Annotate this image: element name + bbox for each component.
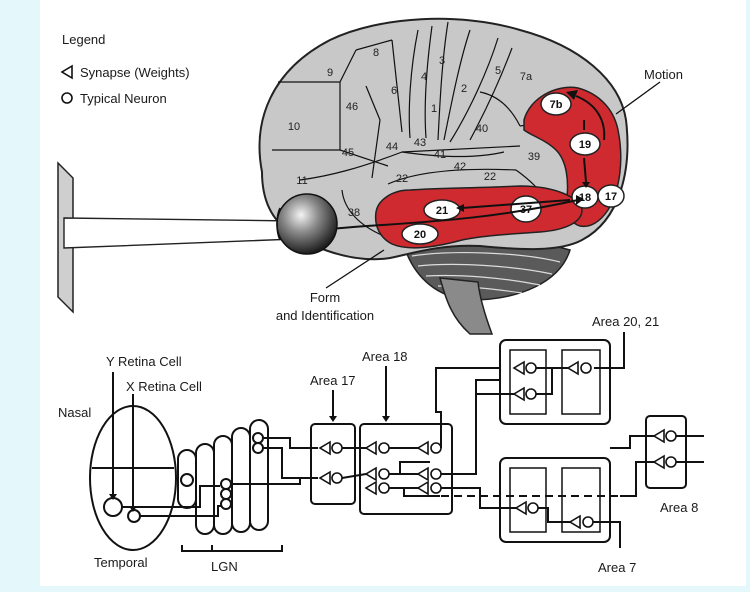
area-label: 5 — [495, 65, 501, 77]
nasal-label: Nasal — [58, 405, 91, 420]
area20-21-label: Area 20, 21 — [592, 314, 659, 329]
area-label: 17 — [605, 191, 617, 203]
area7-label: Area 7 — [598, 560, 636, 575]
area-label: 8 — [373, 47, 379, 59]
area18-label: Area 18 — [362, 349, 408, 364]
area-label: 18 — [579, 192, 591, 204]
area-label: 10 — [288, 121, 300, 133]
area-label: 22 — [484, 171, 496, 183]
area-label: 7a — [520, 71, 533, 83]
area-label: 6 — [391, 85, 397, 97]
area-label: 22 — [396, 173, 408, 185]
lgn-label: LGN — [211, 559, 238, 574]
synapse-legend-icon — [60, 64, 73, 80]
area-label: 4 — [421, 71, 427, 83]
brainstem — [438, 277, 494, 335]
area-label: 11 — [296, 175, 307, 187]
area8-label: Area 8 — [660, 500, 698, 515]
area-label: 7b — [550, 99, 563, 111]
area-label: 40 — [476, 123, 488, 135]
area-label: 46 — [346, 101, 358, 113]
lgn-bracket — [181, 545, 283, 552]
brodmann-labels: 8 9 4 3 5 7a 6 2 46 1 10 40 44 43 45 41 … — [288, 47, 540, 219]
area-label: 3 — [439, 55, 445, 67]
visual-screen — [57, 161, 297, 314]
form-leader — [325, 249, 385, 289]
legend-synapse-label: Synapse (Weights) — [80, 65, 190, 80]
area-label: 42 — [454, 161, 466, 173]
area-label: 9 — [327, 67, 333, 79]
area-label: 2 — [461, 83, 467, 95]
x-retina-label: X Retina Cell — [126, 379, 202, 394]
cerebellum — [403, 236, 571, 335]
area8-box — [645, 415, 687, 489]
neuron-legend-icon — [61, 92, 73, 104]
form-label: Form — [310, 290, 340, 305]
identification-label: and Identification — [276, 308, 374, 323]
legend: Legend Synapse (Weights) Typical Neuron — [60, 32, 190, 106]
x-retina-neuron — [127, 509, 141, 523]
retina — [89, 372, 177, 551]
y-retina-neuron — [103, 497, 123, 517]
temporal-label: Temporal — [94, 555, 148, 570]
light-beam — [63, 217, 297, 249]
area-label: 38 — [348, 207, 360, 219]
legend-title: Legend — [62, 32, 105, 47]
area17-label: Area 17 — [310, 373, 356, 388]
area-label: 44 — [386, 141, 398, 153]
motion-leader — [615, 81, 661, 115]
area17-box — [310, 423, 356, 505]
eye — [276, 193, 338, 255]
area-label: 1 — [431, 103, 437, 115]
area-label: 20 — [414, 229, 426, 241]
area-label: 39 — [528, 151, 540, 163]
area-label: 21 — [436, 205, 448, 217]
area-label: 41 — [434, 149, 446, 161]
y-retina-label: Y Retina Cell — [106, 354, 182, 369]
legend-neuron-label: Typical Neuron — [80, 91, 167, 106]
area-label: 45 — [342, 147, 354, 159]
area-label: 43 — [414, 137, 426, 149]
motion-label: Motion — [644, 67, 683, 82]
area-label: 19 — [579, 139, 591, 151]
